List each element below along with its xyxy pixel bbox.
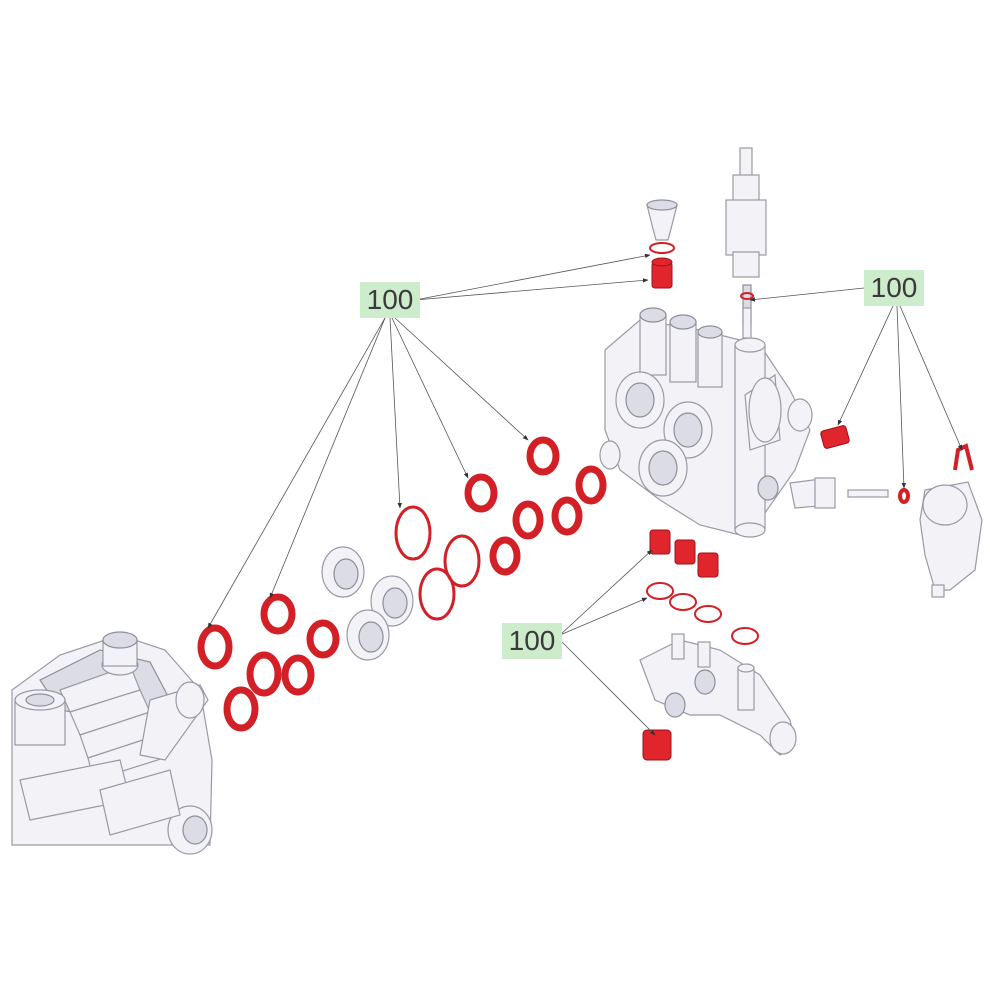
pump-head-manifold <box>599 307 813 538</box>
bearing-rings <box>321 546 414 661</box>
pressure-valve-assembly <box>725 147 767 339</box>
callout-label-bottom: 100 <box>502 623 562 659</box>
callout-label-left: 100 <box>360 282 420 318</box>
lower-valve-group <box>646 529 759 645</box>
red-seal-rings <box>197 436 607 732</box>
lower-manifold <box>639 633 797 761</box>
crankcase-housing <box>11 631 213 855</box>
leader-lines <box>207 253 963 736</box>
top-fitting-group <box>646 199 678 289</box>
callout-label-right: 100 <box>864 270 924 306</box>
outlet-fittings <box>789 477 983 598</box>
